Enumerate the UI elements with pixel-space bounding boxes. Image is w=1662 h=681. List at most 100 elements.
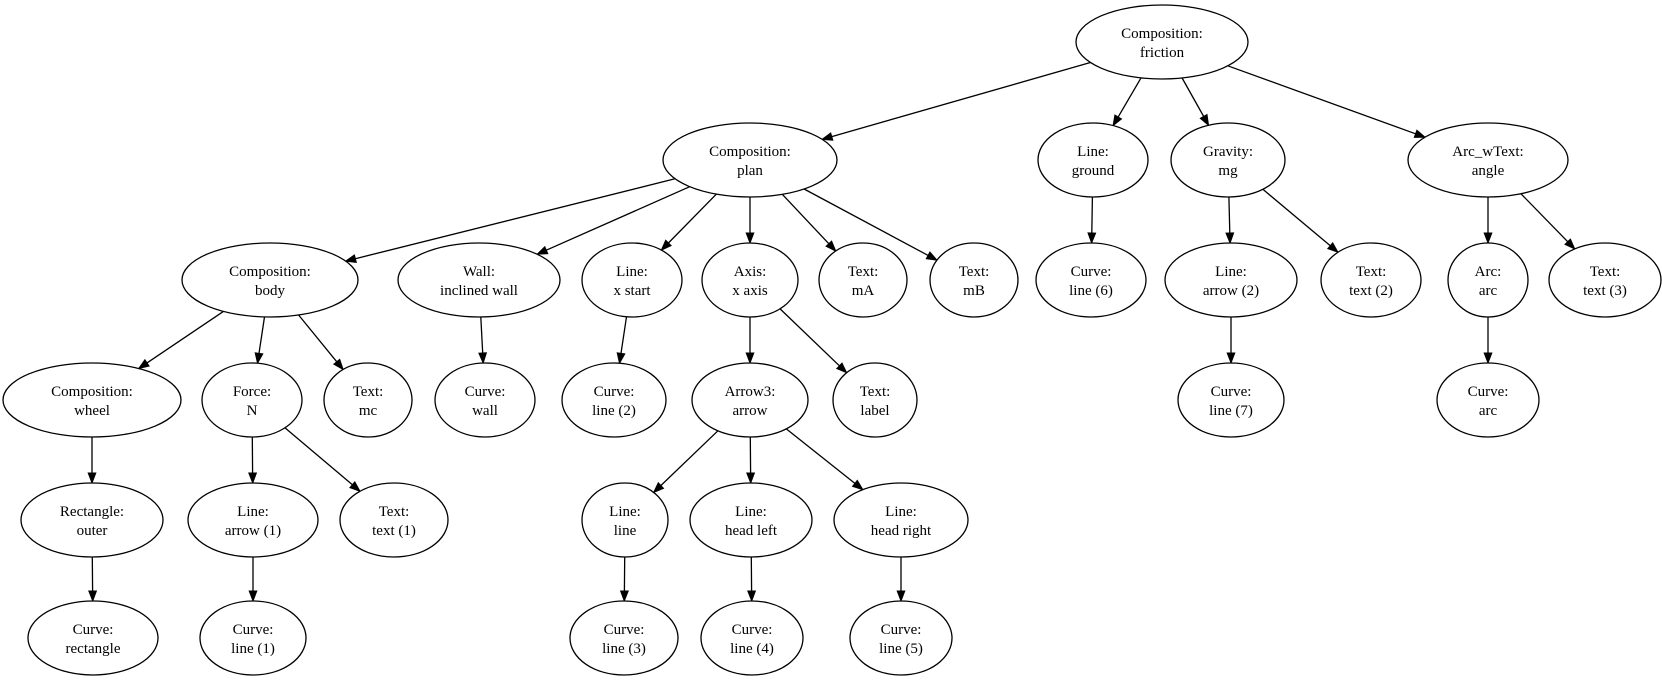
node-mB-type-label: Text: (959, 264, 990, 280)
node-wheel-type-label: Composition: (51, 384, 133, 400)
node-text3-name-label: text (3) (1583, 283, 1627, 299)
node-line4: Curve:line (4) (700, 600, 804, 676)
node-line1: Curve:line (1) (199, 600, 307, 676)
node-xstart-shape (581, 242, 683, 318)
node-wheel-name-label: wheel (74, 403, 110, 419)
node-line1-type-label: Curve: (233, 622, 274, 638)
edge-body-mc (298, 314, 344, 371)
node-plan-name-label: plan (737, 163, 763, 179)
edge-arrowhead (660, 239, 672, 252)
node-arrow2-type-label: Line: (1215, 264, 1247, 280)
node-line6-name-label: line (6) (1069, 283, 1113, 299)
edge-arrowhead (1326, 242, 1339, 254)
node-line3-name-label: line (3) (602, 641, 646, 657)
node-curvewall-shape (434, 362, 536, 438)
node-body-type-label: Composition: (229, 264, 311, 280)
edge-lineL-line3 (619, 556, 629, 603)
edge-plan-body (344, 178, 676, 263)
node-lineL: Line:line (581, 482, 669, 558)
node-headleft: Line:head left (689, 482, 813, 558)
node-text3-type-label: Text: (1590, 264, 1621, 280)
edge-line (284, 427, 353, 486)
node-outer-type-label: Rectangle: (60, 504, 124, 520)
node-line7: Curve:line (7) (1177, 362, 1285, 438)
node-mc-shape (323, 362, 413, 438)
edge-forceN-arrow1 (248, 436, 258, 485)
edge-friction-ground (1112, 77, 1142, 127)
node-layer: Composition:frictionComposition:planLine… (2, 4, 1662, 676)
node-headright-type-label: Line: (885, 504, 917, 520)
node-line3-type-label: Curve: (604, 622, 645, 638)
node-line5-shape (849, 600, 953, 676)
node-line2: Curve:line (2) (561, 362, 667, 438)
node-arrow3-shape (691, 362, 809, 438)
node-wheel-shape (2, 362, 182, 438)
node-mB-shape (929, 242, 1019, 318)
node-text1-shape (339, 482, 449, 558)
node-xaxis-type-label: Axis: (734, 264, 767, 280)
edge-arrowhead (896, 590, 906, 603)
node-mB: Text:mB (929, 242, 1019, 318)
edge-arrow3-headleft (746, 436, 756, 485)
node-headright-shape (833, 482, 969, 558)
node-line7-name-label: line (7) (1209, 403, 1253, 419)
edge-friction-plan (820, 61, 1091, 141)
edge-arrowhead (1199, 113, 1210, 127)
edge-arrowhead (88, 590, 98, 603)
edge-arrowhead (746, 472, 756, 485)
edge-wheel-outer (87, 437, 97, 485)
node-line5-type-label: Curve: (881, 622, 922, 638)
node-label-shape (832, 362, 918, 438)
edge-angle-arc (1483, 197, 1493, 245)
edge-headright-line5 (896, 557, 906, 603)
edge-line (355, 178, 676, 260)
edge-line (779, 308, 840, 367)
edge-body-forceN (254, 316, 266, 365)
edge-line (1181, 77, 1205, 117)
node-arc: Arc:arc (1447, 242, 1529, 318)
node-angle-type-label: Arc_wText: (1452, 144, 1523, 160)
node-arc-shape (1447, 242, 1529, 318)
edge-xaxis-label (779, 308, 848, 374)
node-arrow3: Arrow3:arrow (691, 362, 809, 438)
node-mg-name-label: mg (1218, 163, 1238, 179)
edge-line (667, 193, 717, 244)
edge-line (803, 188, 929, 256)
edge-arrowhead (344, 254, 357, 263)
edge-arrowhead (535, 245, 549, 255)
node-wall: Wall:inclined wall (397, 242, 561, 318)
node-mA-shape (818, 242, 908, 318)
node-lineL-shape (581, 482, 669, 558)
node-text2-name-label: text (2) (1349, 283, 1393, 299)
node-rectangle-type-label: Curve: (73, 622, 114, 638)
node-line2-shape (561, 362, 667, 438)
edge-arrowhead (825, 240, 837, 253)
node-mc: Text:mc (323, 362, 413, 438)
edge-plan-mB (803, 188, 939, 261)
node-text3: Text: text (3) (1548, 242, 1662, 318)
edge-arrowhead (349, 481, 362, 493)
node-wheel: Composition: wheel (2, 362, 182, 438)
edge-arrow2-line7 (1226, 317, 1236, 365)
node-xaxis: Axis:x axis (701, 242, 799, 318)
node-headright: Line:head right (833, 482, 969, 558)
node-headleft-name-label: head left (725, 523, 778, 539)
node-friction-type-label: Composition: (1121, 26, 1203, 42)
node-body: Composition:body (181, 242, 359, 318)
edge-arrowhead (652, 481, 665, 494)
node-rectangle-name-label: rectangle (66, 641, 121, 657)
edge-line (831, 61, 1091, 138)
node-line3: Curve: line (3) (569, 600, 679, 676)
edge-arrowhead (478, 352, 488, 365)
edge-friction-angle (1227, 65, 1427, 138)
node-mA-name-label: mA (852, 283, 875, 299)
node-angle-name-label: angle (1472, 163, 1505, 179)
edge-arrowhead (835, 362, 848, 374)
node-outer-name-label: outer (77, 523, 108, 539)
node-friction-name-label: friction (1140, 45, 1185, 61)
node-plan-type-label: Composition: (709, 144, 791, 160)
node-plan: Composition: plan (662, 122, 838, 198)
node-wall-type-label: Wall: (463, 264, 495, 280)
node-lineL-name-label: line (614, 523, 637, 539)
